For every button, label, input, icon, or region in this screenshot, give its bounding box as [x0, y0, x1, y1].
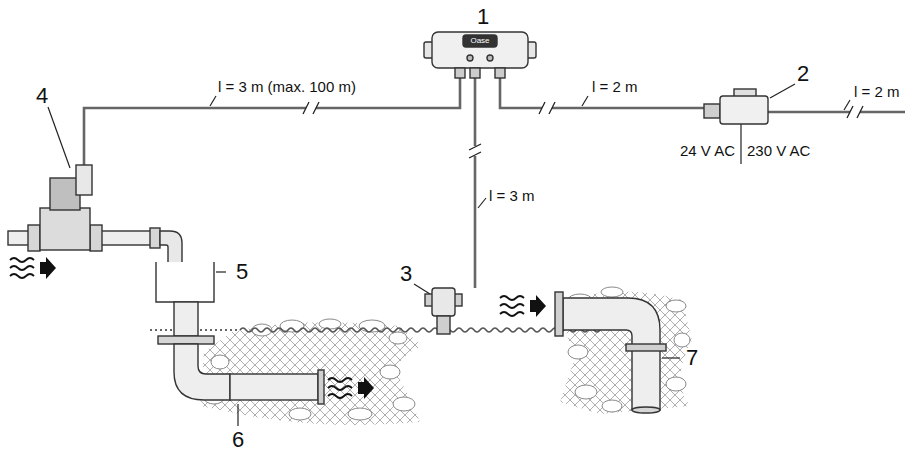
cable: [84, 78, 905, 288]
cable-length: l = 3 m: [489, 188, 534, 205]
brand-logo: Oase: [470, 37, 489, 46]
voltage-label: 230 V AC: [747, 143, 810, 160]
control-unit: [424, 32, 536, 78]
cable-length: l = 3 m (max. 100 m): [218, 79, 356, 96]
callout-number: 2: [797, 62, 809, 86]
callout-number: 4: [36, 84, 48, 108]
cable-length: l = 2 m: [854, 84, 899, 101]
water-sensor: [425, 288, 462, 334]
flow-arrow: [328, 377, 374, 399]
callout-number: 3: [400, 262, 412, 286]
callout-number: 1: [477, 5, 489, 29]
leader-line: [48, 84, 850, 426]
callout-number: 5: [236, 260, 248, 284]
rock-bank: [200, 287, 692, 425]
water-surface: [240, 328, 600, 332]
callout-number: 6: [232, 428, 244, 452]
transformer: [704, 89, 768, 124]
callout-number: 7: [686, 346, 698, 370]
flow-arrow: [500, 295, 546, 317]
flow-arrow: [10, 257, 56, 279]
cable-length: l = 2 m: [592, 79, 637, 96]
voltage-label: 24 V AC: [680, 143, 735, 160]
inlet-pipe: [555, 292, 666, 413]
